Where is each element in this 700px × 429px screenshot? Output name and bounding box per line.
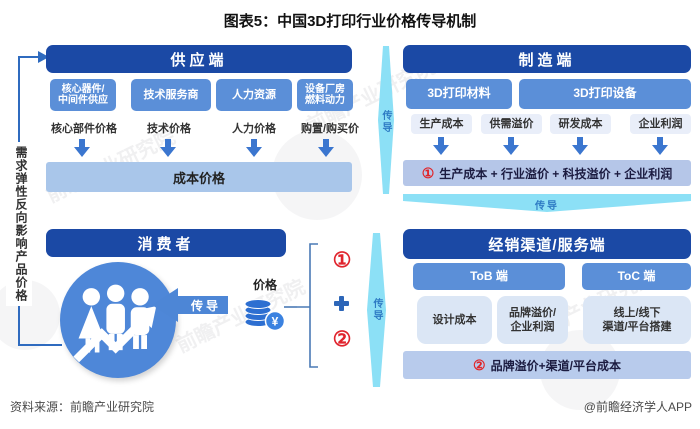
plus-icon — [334, 296, 349, 311]
source-note: 资料来源：前瞻产业研究院 — [10, 400, 155, 414]
price-label: 价格 — [252, 278, 277, 292]
channel-block-toc: ToC 端 — [582, 263, 691, 290]
supply-price-label: 核心部件价格 — [51, 123, 117, 135]
consumer-header: 消费者 — [46, 229, 286, 257]
transmission-label: 传导 — [190, 299, 221, 313]
supply-block-hr: 人力资源 — [216, 79, 292, 111]
mfg-cost-box: 企业利润 — [630, 114, 691, 134]
down-arrow-icon — [652, 137, 668, 155]
formula-marker-1: ① — [421, 164, 435, 181]
mfg-cost-box: 供需溢价 — [481, 114, 542, 134]
transmission-label: 传导 — [380, 110, 391, 134]
mfg-cost-box: 生产成本 — [411, 114, 472, 134]
transmission-band-horizontal — [403, 194, 691, 212]
aggregation-bracket — [297, 243, 318, 368]
down-arrow-icon — [318, 139, 334, 157]
figure-title: 图表5：中国3D打印行业价格传导机制 — [223, 13, 477, 30]
cost-price-bar: 成本价格 — [46, 162, 352, 192]
distribution-formula-bar: ② 品牌溢价+渠道/平台成本 — [403, 351, 691, 379]
aggregation-marker-1: ① — [332, 249, 352, 272]
down-arrow-icon — [74, 139, 90, 157]
formula-text: 品牌溢价+渠道/平台成本 — [490, 358, 621, 373]
left-arrow-icon — [152, 288, 228, 322]
dist-cost-box: 品牌溢价/ 企业利润 — [497, 296, 568, 344]
yuan-symbol: ¥ — [272, 315, 279, 329]
coins-icon: ¥ — [244, 299, 286, 332]
supply-price-label: 购置/购买价 — [300, 123, 360, 135]
manufacturing-formula-bar: ① 生产成本 + 行业溢价 + 科技溢价 + 企业利润 — [403, 160, 691, 186]
down-arrow-icon — [160, 139, 176, 157]
transmission-label: 传导 — [535, 201, 559, 212]
supply-block-core-components: 核心器件/ 中间件供应 — [50, 79, 116, 111]
supply-block-equipment: 设备厂房 燃料动力 — [297, 79, 353, 111]
dist-cost-box: 设计成本 — [417, 296, 492, 344]
down-arrow-icon — [433, 137, 449, 155]
supply-price-label: 人力价格 — [232, 123, 276, 135]
formula-marker-2: ② — [473, 356, 486, 373]
feedback-label: 需求弹性反向影响产品价格 — [6, 142, 32, 306]
transmission-label: 传导 — [371, 298, 382, 322]
supply-block-tech-service: 技术服务商 — [131, 79, 211, 111]
consumers-icon — [60, 262, 176, 378]
channel-block-tob: ToB 端 — [413, 263, 565, 290]
aggregation-marker-2: ② — [332, 328, 352, 351]
credit-note: @前瞻经济学人APP — [583, 400, 692, 414]
manufacturing-header: 制造端 — [403, 45, 691, 73]
distribution-header: 经销渠道/服务端 — [403, 229, 691, 259]
formula-text: 生产成本 + 行业溢价 + 科技溢价 + 企业利润 — [439, 166, 673, 181]
down-arrow-icon — [572, 137, 588, 155]
supply-price-label: 技术价格 — [147, 123, 191, 135]
product-block-equipment: 3D打印设备 — [519, 79, 691, 109]
transmission-band-vertical-bottom — [367, 233, 386, 387]
product-block-materials: 3D打印材料 — [406, 79, 512, 109]
down-arrow-icon — [503, 137, 519, 155]
dist-cost-box: 线上/线下 渠道/平台搭建 — [583, 296, 691, 344]
feedback-arrowhead-icon — [38, 51, 49, 63]
people-trend-icon — [73, 284, 157, 363]
down-arrow-icon — [246, 139, 262, 157]
transmission-band-vertical-top — [378, 46, 394, 194]
mfg-cost-box: 研发成本 — [550, 114, 611, 134]
supply-header: 供应端 — [46, 45, 352, 73]
